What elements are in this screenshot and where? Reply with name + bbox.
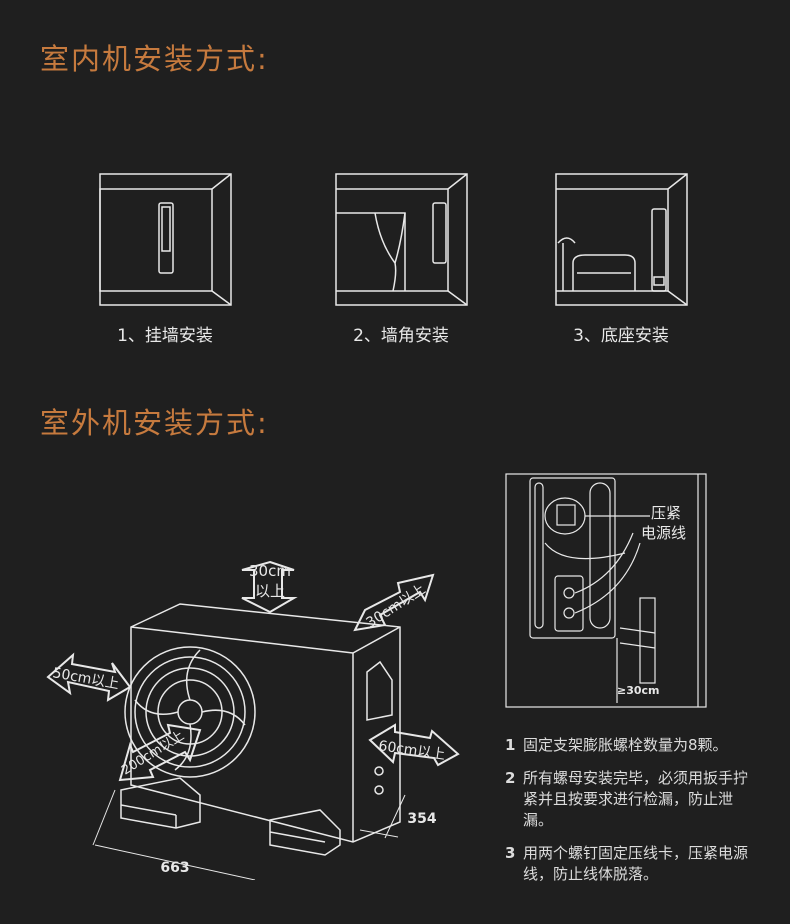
note-item: 2 所有螺母安装完毕，必须用扳手拧紧并且按要求进行检漏，防止泄漏。 xyxy=(505,768,775,831)
note-text: 所有螺母安装完毕，必须用扳手拧紧并且按要求进行检漏，防止泄漏。 xyxy=(523,769,749,829)
note-number: 1 xyxy=(505,736,516,754)
note-text: 用两个螺钉固定压线卡，压紧电源线，防止线体脱落。 xyxy=(523,844,749,883)
floor-stand-illustration xyxy=(555,173,688,306)
pipe-detail-illustration xyxy=(505,473,707,708)
note-text: 固定支架膨胀螺栓数量为8颗。 xyxy=(523,736,728,754)
wall-mount-illustration xyxy=(99,173,232,306)
note-item: 3 用两个螺钉固定压线卡，压紧电源线，防止线体脱落。 xyxy=(505,843,775,885)
method-caption-floor: 3、底座安装 xyxy=(573,326,669,346)
dimension-width: 663 xyxy=(160,860,189,876)
dimension-lines xyxy=(92,789,406,880)
clearance-arrows xyxy=(46,560,460,782)
clearance-top-line1: 30cm xyxy=(249,562,291,580)
callout-line2: 电源线 xyxy=(641,524,687,542)
note-item: 1 固定支架膨胀螺栓数量为8颗。 xyxy=(505,735,775,756)
method-caption-corner: 2、墙角安装 xyxy=(353,326,449,346)
outdoor-unit-body xyxy=(130,603,401,843)
indoor-section-title: 室内机安装方式: xyxy=(40,42,269,76)
note-number: 2 xyxy=(505,769,516,787)
distance-label: ≥30cm xyxy=(617,684,660,697)
outdoor-unit-diagram: 30cm 以上 50cm以上 30cm以上 60cm以上 200cm以上 663… xyxy=(46,560,460,880)
clearance-top-line2: 以上 xyxy=(255,582,285,600)
clearance-right: 60cm以上 xyxy=(377,738,446,763)
outdoor-section-title: 室外机安装方式: xyxy=(40,406,269,440)
dimension-depth: 354 xyxy=(407,811,436,827)
installation-notes: 1 固定支架膨胀螺栓数量为8颗。 2 所有螺母安装完毕，必须用扳手拧紧并且按要求进行… xyxy=(505,735,775,897)
power-cable-callout: 压紧 电源线 xyxy=(641,503,686,543)
note-number: 3 xyxy=(505,844,516,862)
base-blocks xyxy=(120,777,341,856)
clearance-left: 50cm以上 xyxy=(51,665,120,692)
corner-mount-illustration xyxy=(335,173,468,306)
callout-line1: 压紧 xyxy=(651,504,682,522)
method-caption-wall: 1、挂墙安装 xyxy=(117,326,213,346)
